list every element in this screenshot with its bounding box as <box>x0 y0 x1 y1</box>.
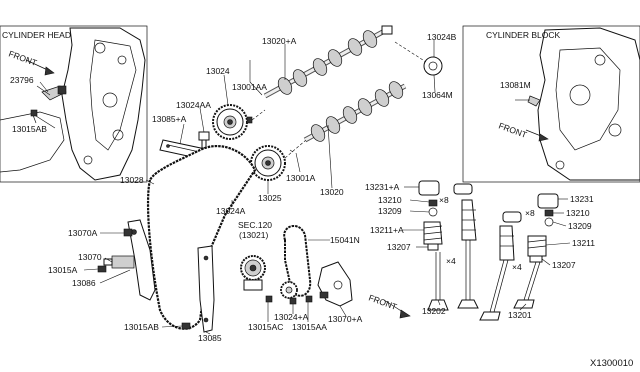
label-13081m: 13081M <box>500 80 531 90</box>
label-x4-right: ×4 <box>512 262 522 272</box>
label-13020: 13020 <box>320 187 344 197</box>
secondary-tensioner-icon <box>317 261 353 307</box>
inset-left-title: CYLINDER HEAD <box>2 30 71 40</box>
label-13070: 13070 <box>78 252 102 262</box>
label-13210-left: 13210 <box>378 195 402 205</box>
label-13085: 13085 <box>198 333 222 343</box>
valve-spring-right-icon <box>527 235 547 257</box>
front-arrow-main-icon <box>399 309 411 319</box>
label-13207-right: 13207 <box>552 260 576 270</box>
label-13024b: 13024B <box>427 32 457 42</box>
label-13070a-plus: 13070+A <box>328 314 363 324</box>
label-13015ab-top: 13015AB <box>12 124 47 134</box>
label-x8-right: ×8 <box>525 208 535 218</box>
crank-sprocket-icon <box>240 255 266 291</box>
label-13209-right: 13209 <box>568 221 592 231</box>
label-13015aa: 13015AA <box>292 322 327 332</box>
label-13001a: 13001A <box>286 173 316 183</box>
label-13024a-plus: 13024+A <box>274 312 309 322</box>
camshaft-upper <box>263 25 393 99</box>
cam-sprocket-upper-icon <box>212 104 248 140</box>
inset-left-front: FRONT <box>7 48 38 67</box>
label-sec120: SEC.120 <box>238 220 272 230</box>
label-13211: 13211 <box>572 238 595 248</box>
bolt-13015ab-icon <box>181 322 191 330</box>
label-sec120-sub: (13021) <box>239 230 268 240</box>
diagram-code: X1300010 <box>590 358 633 369</box>
signal-plate-icon <box>423 56 443 76</box>
tensioner-arm-icon <box>127 219 156 301</box>
label-13001aa: 13001AA <box>232 82 267 92</box>
valve-lifter-left-icon <box>418 180 440 196</box>
label-13015a: 13015A <box>48 265 78 275</box>
inset-cylinder-head <box>0 25 148 183</box>
inset-right-front: FRONT <box>497 120 528 139</box>
label-13064m: 13064M <box>422 90 453 100</box>
dowel-icon <box>246 116 253 124</box>
label-13020a: 13020+A <box>262 36 297 46</box>
label-x8-left: ×8 <box>439 195 449 205</box>
chain-tensioner-icon <box>103 255 135 269</box>
inset-right-title: CYLINDER BLOCK <box>486 30 560 40</box>
bolt-13015aa-icon <box>305 295 313 303</box>
bolt-13024aa-icon <box>198 131 210 149</box>
crank-sensor-icon <box>527 95 541 107</box>
label-13207-left: 13207 <box>387 242 411 252</box>
label-13085a: 13085+A <box>152 114 187 124</box>
label-13209-left: 13209 <box>378 206 402 216</box>
cam-sprocket-lower-icon <box>250 145 286 181</box>
bolt-13024a-small-icon <box>289 297 297 305</box>
label-13028: 13028 <box>120 175 144 185</box>
inset-cylinder-block <box>462 25 640 183</box>
bolt-13015ac-icon <box>265 295 273 303</box>
front-arrow-left-icon <box>44 66 55 76</box>
label-13202: 13202 <box>422 306 446 316</box>
label-13024aa: 13024AA <box>176 100 211 110</box>
camshaft-lower <box>303 81 407 143</box>
label-13024a: 13024A <box>216 206 246 216</box>
label-13086: 13086 <box>72 278 96 288</box>
bolt-13015a-icon <box>97 265 107 273</box>
label-front-main: FRONT <box>367 292 398 311</box>
leader-lines <box>35 40 571 335</box>
label-23796: 23796 <box>10 75 34 85</box>
front-arrow-right-icon <box>538 133 549 142</box>
chain-guide-lower-icon <box>197 245 215 333</box>
label-13231a: 13231+A <box>365 182 400 192</box>
label-13211a: 13211+A <box>370 225 404 235</box>
label-15041n: 15041N <box>330 235 360 245</box>
valve-exhaust-icon <box>513 299 535 309</box>
label-13024: 13024 <box>206 66 230 76</box>
bolt-icon <box>30 109 38 117</box>
valve-train-exhaust <box>479 193 559 321</box>
label-13015ab-bottom: 13015AB <box>124 322 159 332</box>
label-13201: 13201 <box>508 310 532 320</box>
label-13231: 13231 <box>570 194 594 204</box>
bolt-13070a-icon <box>123 228 133 237</box>
label-13015ac: 13015AC <box>248 322 283 332</box>
valve-intake-icon <box>427 299 449 311</box>
valve-lifter-right-icon <box>537 193 559 209</box>
label-13070a: 13070A <box>68 228 98 238</box>
label-13210-right: 13210 <box>566 208 590 218</box>
oil-pump-sprocket-icon <box>280 281 298 299</box>
label-x4-left: ×4 <box>446 256 456 266</box>
label-13025: 13025 <box>258 193 282 203</box>
